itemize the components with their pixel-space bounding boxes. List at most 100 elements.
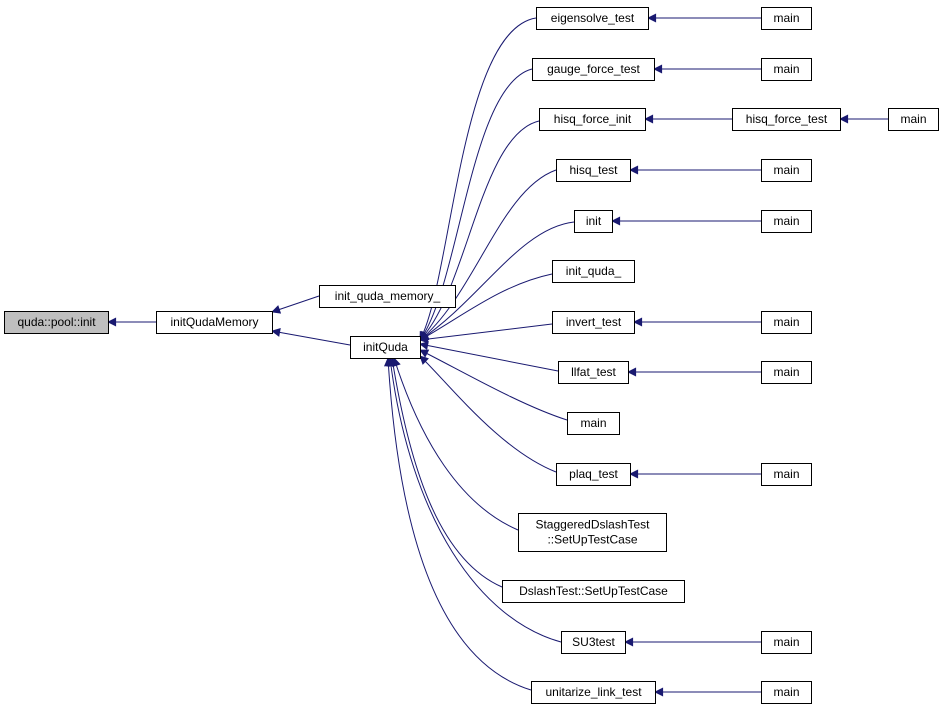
node-box [761, 58, 812, 81]
edge-invert_test-to-initQuda [419, 323, 553, 344]
edge-hisq_test-to-initQuda [419, 169, 557, 341]
node-box [556, 159, 631, 182]
node-main_invert[interactable]: main [761, 311, 812, 334]
node-box [502, 580, 685, 603]
edge-plaq_test-to-initQuda [419, 355, 557, 473]
node-hisq_test[interactable]: hisq_test [556, 159, 631, 182]
node-box [531, 681, 656, 704]
edges [107, 13, 888, 697]
node-box [539, 108, 646, 131]
node-label: unitarize_link_test [545, 685, 642, 699]
node-box [536, 7, 649, 30]
node-label: StaggeredDslashTest [535, 518, 650, 532]
node-box [552, 260, 635, 283]
node-label: main [773, 635, 799, 649]
node-label: SU3test [572, 635, 615, 649]
node-eigensolve_test[interactable]: eigensolve_test [536, 7, 649, 30]
node-hisq_force_test[interactable]: hisq_force_test [732, 108, 841, 131]
node-label: init_quda_ [566, 264, 622, 278]
node-main_hisq[interactable]: main [761, 159, 812, 182]
node-label: main [773, 163, 799, 177]
edge-initQuda-to-initQudaMemory [271, 328, 351, 346]
node-box [558, 361, 629, 384]
node-box [561, 631, 626, 654]
edge-dslash_setup-to-initQuda [388, 357, 503, 588]
node-label: main [580, 416, 606, 430]
node-label: DslashTest::SetUpTestCase [519, 584, 668, 598]
node-box [319, 285, 456, 308]
edge-unitarize_link_test-to-initQuda [383, 357, 532, 691]
node-plaq_test[interactable]: plaq_test [556, 463, 631, 486]
node-box [761, 631, 812, 654]
node-box [518, 513, 667, 552]
node-init_quda_[interactable]: init_quda_ [552, 260, 635, 283]
node-box [761, 210, 812, 233]
node-label: main [773, 467, 799, 481]
node-box [732, 108, 841, 131]
node-pool_init[interactable]: quda::pool::init [4, 311, 109, 334]
node-box [552, 311, 635, 334]
node-label: initQuda [363, 340, 408, 354]
edge-init_quda_-to-initQuda [419, 273, 553, 341]
node-main_unitarize[interactable]: main [761, 681, 812, 704]
node-box [761, 681, 812, 704]
edge-su3test-to-initQuda [386, 357, 562, 643]
node-label: main [773, 685, 799, 699]
node-main_eigensolve[interactable]: main [761, 7, 812, 30]
edge-init-to-initQuda [419, 221, 575, 341]
node-main_plaq[interactable]: main [761, 463, 812, 486]
node-unitarize_link_test[interactable]: unitarize_link_test [531, 681, 656, 704]
node-init_quda_memory_[interactable]: init_quda_memory_ [319, 285, 456, 308]
node-box [574, 210, 613, 233]
node-label: main [900, 112, 926, 126]
node-label: main [773, 365, 799, 379]
node-box [761, 159, 812, 182]
node-label: quda::pool::init [17, 315, 96, 329]
node-label: main [773, 315, 799, 329]
edge-gauge_force_test-to-initQuda [419, 68, 533, 341]
node-label: main [773, 11, 799, 25]
node-label: hisq_force_init [554, 112, 632, 126]
node-hisq_force_init[interactable]: hisq_force_init [539, 108, 646, 131]
node-label: init_quda_memory_ [335, 289, 441, 303]
node-label: main [773, 214, 799, 228]
node-box [567, 412, 620, 435]
node-box [532, 58, 655, 81]
edge-main_mid-to-initQuda [419, 349, 568, 421]
node-initQuda[interactable]: initQuda [350, 336, 421, 359]
node-label: initQudaMemory [170, 315, 258, 329]
edge-llfat_test-to-initQuda [419, 341, 559, 372]
node-box [156, 311, 273, 334]
node-box [350, 336, 421, 359]
node-label: main [773, 62, 799, 76]
node-box [761, 463, 812, 486]
node-main_hisq_force[interactable]: main [888, 108, 939, 131]
node-initQudaMemory[interactable]: initQudaMemory [156, 311, 273, 334]
node-main_gauge[interactable]: main [761, 58, 812, 81]
node-gauge_force_test[interactable]: gauge_force_test [532, 58, 655, 81]
node-label: invert_test [566, 315, 622, 329]
node-label: plaq_test [569, 467, 618, 481]
node-staggered_setup[interactable]: StaggeredDslashTest::SetUpTestCase [518, 513, 667, 552]
node-box [4, 311, 109, 334]
node-label: llfat_test [571, 365, 616, 379]
node-dslash_setup[interactable]: DslashTest::SetUpTestCase [502, 580, 685, 603]
node-main_llfat[interactable]: main [761, 361, 812, 384]
node-main_init[interactable]: main [761, 210, 812, 233]
node-box [761, 7, 812, 30]
node-init[interactable]: init [574, 210, 613, 233]
edge-hisq_force_init-to-initQuda [419, 120, 540, 341]
node-label: eigensolve_test [551, 11, 635, 25]
node-box [761, 311, 812, 334]
node-llfat_test[interactable]: llfat_test [558, 361, 629, 384]
edge-init_quda_memory_-to-initQudaMemory [271, 295, 320, 314]
node-label: gauge_force_test [547, 62, 640, 76]
node-invert_test[interactable]: invert_test [552, 311, 635, 334]
node-main_su3[interactable]: main [761, 631, 812, 654]
node-label: ::SetUpTestCase [547, 533, 637, 547]
node-main_mid[interactable]: main [567, 412, 620, 435]
node-su3test[interactable]: SU3test [561, 631, 626, 654]
node-label: hisq_test [569, 163, 618, 177]
node-box [761, 361, 812, 384]
node-label: hisq_force_test [746, 112, 828, 126]
